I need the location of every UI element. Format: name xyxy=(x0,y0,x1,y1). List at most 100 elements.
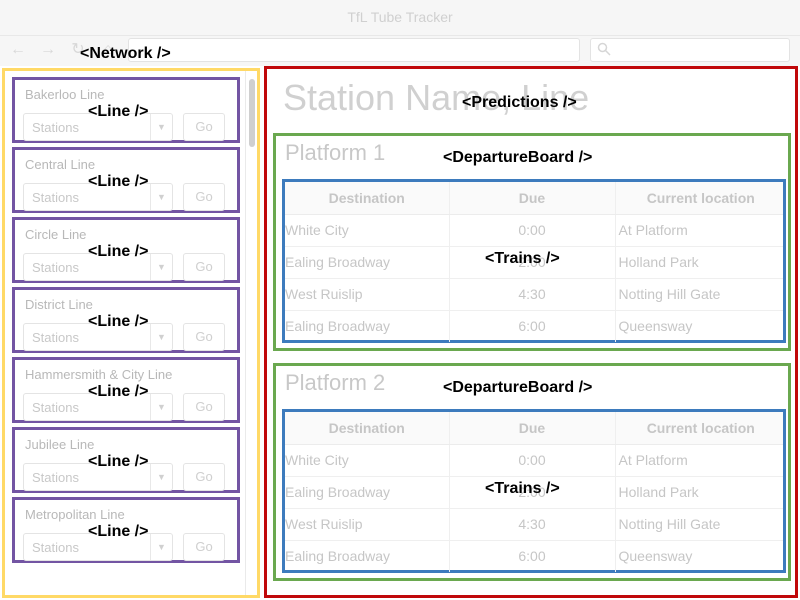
chevron-down-icon: ▼ xyxy=(150,254,172,280)
network-scrollbar[interactable] xyxy=(245,71,257,595)
line-name: Hammersmith & City Line xyxy=(25,367,173,382)
trains-table: Destination Due Current location White C… xyxy=(285,412,783,572)
stations-select[interactable]: Stations ▼ xyxy=(23,393,173,421)
stations-select-label: Stations xyxy=(32,540,79,555)
cell-destination: Ealing Broadway xyxy=(285,309,449,342)
line-annotation: <Line /> xyxy=(88,453,149,470)
back-arrow-icon[interactable]: ← xyxy=(10,41,26,58)
column-header-current-location: Current location xyxy=(614,412,783,445)
trains-annotation: <Trains /> xyxy=(485,250,560,267)
stations-select-label: Stations xyxy=(32,400,79,415)
cell-current-location: At Platform xyxy=(614,213,783,246)
go-button[interactable]: Go xyxy=(183,533,225,561)
cell-due: 0:00 xyxy=(448,213,615,246)
stations-select[interactable]: Stations ▼ xyxy=(23,463,173,491)
stations-select-label: Stations xyxy=(32,190,79,205)
go-button[interactable]: Go xyxy=(183,113,225,141)
predictions-panel: Station Name, Line Platform 1 Destinatio… xyxy=(264,66,798,598)
cell-due: 6:00 xyxy=(448,309,615,342)
go-button[interactable]: Go xyxy=(183,323,225,351)
table-row: White City 0:00 At Platform xyxy=(285,213,783,246)
line-annotation: <Line /> xyxy=(88,243,149,260)
stations-select[interactable]: Stations ▼ xyxy=(23,533,173,561)
trains-table-container: Destination Due Current location White C… xyxy=(282,179,786,343)
cell-due: 4:30 xyxy=(448,507,615,540)
line-name: Circle Line xyxy=(25,227,87,242)
line-card-circle: Circle Line Stations ▼ Go xyxy=(12,217,240,283)
table-header-row: Destination Due Current location xyxy=(285,182,783,215)
cell-current-location: Holland Park xyxy=(614,475,783,508)
line-annotation: <Line /> xyxy=(88,523,149,540)
chevron-down-icon: ▼ xyxy=(150,324,172,350)
go-button[interactable]: Go xyxy=(183,463,225,491)
network-annotation: <Network /> xyxy=(80,45,171,62)
line-card-central: Central Line Stations ▼ Go xyxy=(12,147,240,213)
go-button[interactable]: Go xyxy=(183,183,225,211)
trains-table-container: Destination Due Current location White C… xyxy=(282,409,786,573)
table-row: West Ruislip 4:30 Notting Hill Gate xyxy=(285,277,783,310)
forward-arrow-icon[interactable]: → xyxy=(40,41,56,58)
cell-destination: West Ruislip xyxy=(285,277,449,310)
stations-select-label: Stations xyxy=(32,260,79,275)
cell-due: 2:00 xyxy=(448,475,615,508)
column-header-due: Due xyxy=(448,182,615,215)
line-annotation: <Line /> xyxy=(88,103,149,120)
browser-toolbar: ← → ↻ ⌂ xyxy=(0,36,800,66)
stations-select[interactable]: Stations ▼ xyxy=(23,183,173,211)
search-input[interactable] xyxy=(590,38,790,62)
line-card-district: District Line Stations ▼ Go xyxy=(12,287,240,353)
home-icon[interactable]: ⌂ xyxy=(103,41,113,58)
search-icon xyxy=(597,42,611,56)
trains-annotation: <Trains /> xyxy=(485,480,560,497)
line-name: District Line xyxy=(25,297,93,312)
stations-select[interactable]: Stations ▼ xyxy=(23,323,173,351)
cell-current-location: Notting Hill Gate xyxy=(614,507,783,540)
line-name: Bakerloo Line xyxy=(25,87,105,102)
chevron-down-icon: ▼ xyxy=(150,534,172,560)
line-name: Metropolitan Line xyxy=(25,507,125,522)
table-row: Ealing Broadway 6:00 Queensway xyxy=(285,539,783,572)
stations-select[interactable]: Stations ▼ xyxy=(23,113,173,141)
predictions-annotation: <Predictions /> xyxy=(462,94,577,111)
stations-select-label: Stations xyxy=(32,470,79,485)
station-title: Station Name, Line xyxy=(283,77,590,118)
chevron-down-icon: ▼ xyxy=(150,394,172,420)
stations-select[interactable]: Stations ▼ xyxy=(23,253,173,281)
table-row: Ealing Broadway 2:00 Holland Park xyxy=(285,475,783,508)
table-row: Ealing Broadway 6:00 Queensway xyxy=(285,309,783,342)
departure-board-annotation: <DepartureBoard /> xyxy=(443,149,593,166)
scrollbar-thumb[interactable] xyxy=(249,79,255,147)
line-card-jubilee: Jubilee Line Stations ▼ Go xyxy=(12,427,240,493)
cell-current-location: Notting Hill Gate xyxy=(614,277,783,310)
cell-current-location: Queensway xyxy=(614,309,783,342)
column-header-destination: Destination xyxy=(285,182,449,215)
cell-destination: Ealing Broadway xyxy=(285,245,449,278)
stations-select-label: Stations xyxy=(32,120,79,135)
chevron-down-icon: ▼ xyxy=(150,114,172,140)
column-header-destination: Destination xyxy=(285,412,449,445)
line-name: Central Line xyxy=(25,157,96,172)
cell-current-location: Holland Park xyxy=(614,245,783,278)
cell-due: 4:30 xyxy=(448,277,615,310)
cell-current-location: At Platform xyxy=(614,443,783,476)
cell-destination: West Ruislip xyxy=(285,507,449,540)
network-panel: Bakerloo Line Stations ▼ Go Central Line… xyxy=(2,68,260,598)
cell-due: 2:00 xyxy=(448,245,615,278)
chevron-down-icon: ▼ xyxy=(150,464,172,490)
cell-due: 0:00 xyxy=(448,443,615,476)
window-title: TfL Tube Tracker xyxy=(347,9,453,25)
line-annotation: <Line /> xyxy=(88,173,149,190)
address-bar[interactable] xyxy=(128,38,580,62)
line-card-metropolitan: Metropolitan Line Stations ▼ Go xyxy=(12,497,240,563)
go-button[interactable]: Go xyxy=(183,393,225,421)
departure-board-annotation: <DepartureBoard /> xyxy=(443,379,593,396)
reload-icon[interactable]: ↻ xyxy=(71,41,85,58)
chevron-down-icon: ▼ xyxy=(150,184,172,210)
departure-board-platform-2: Platform 2 Destination Due Current locat… xyxy=(273,363,791,581)
cell-current-location: Queensway xyxy=(614,539,783,572)
cell-destination: Ealing Broadway xyxy=(285,539,449,572)
departure-board-platform-1: Platform 1 Destination Due Current locat… xyxy=(273,133,791,351)
column-header-due: Due xyxy=(448,412,615,445)
cell-destination: White City xyxy=(285,213,449,246)
go-button[interactable]: Go xyxy=(183,253,225,281)
